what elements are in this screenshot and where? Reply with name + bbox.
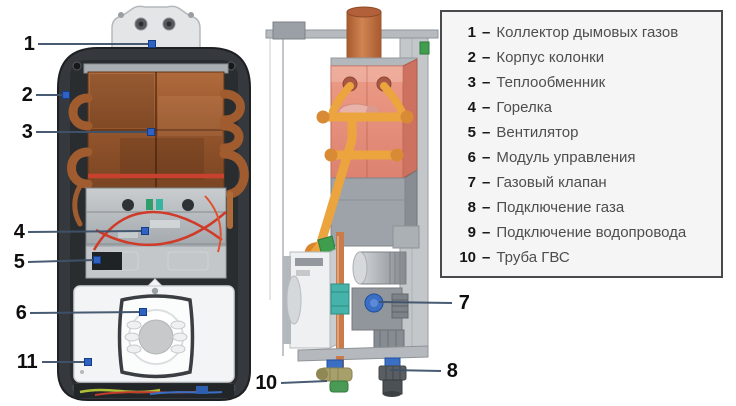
callout-leader-lines <box>27 43 453 384</box>
flue-pipe <box>336 6 392 68</box>
legend-item-text: Труба ГВС <box>496 249 570 267</box>
legend-item-text: Горелка <box>496 98 552 116</box>
legend-item-number: 3 <box>467 73 476 91</box>
callout-label-6: 6 <box>15 302 27 324</box>
dhw-pipe <box>330 232 350 362</box>
legend-item: 8–Подключение газа <box>454 196 715 220</box>
callout-dots <box>62 40 156 366</box>
callout-label-10: 10 <box>255 372 277 394</box>
wiring-area <box>74 384 234 398</box>
legend-separator: – <box>482 98 491 116</box>
legend-item-text: Вентилятор <box>496 123 579 141</box>
legend-item-number: 10 <box>459 249 476 267</box>
legend-item: 10–Труба ГВС <box>454 246 715 270</box>
callout-label-11: 11 <box>16 351 38 373</box>
fan-unit <box>352 251 407 285</box>
legend-item: 9–Подключение водопровода <box>454 221 715 245</box>
legend-item-number: 1 <box>467 23 476 41</box>
legend-item-text: Корпус колонки <box>496 48 605 66</box>
base-plate <box>297 345 429 362</box>
legend-separator: – <box>482 48 491 66</box>
burner-assembly <box>85 187 227 279</box>
legend-separator: – <box>482 149 491 167</box>
heat-exchanger <box>67 63 249 229</box>
callout-label-7: 7 <box>458 292 470 314</box>
legend-item-text: Подключение водопровода <box>496 224 687 242</box>
legend-item-text: Подключение газа <box>496 199 625 217</box>
legend-item-text: Газовый клапан <box>496 174 607 192</box>
legend-separator: – <box>482 174 491 192</box>
legend-item-number: 2 <box>467 48 476 66</box>
water-valve-fitting <box>316 356 353 393</box>
gas-valve <box>351 287 409 349</box>
heater-front-view <box>57 5 251 401</box>
mount-clip <box>419 41 430 55</box>
callout-label-3: 3 <box>21 121 33 143</box>
legend-item: 1–Коллектор дымовых газов <box>454 20 715 44</box>
legend-item: 6–Модуль управления <box>454 146 715 170</box>
legend-item: 5–Вентилятор <box>454 120 715 144</box>
legend-item-text: Теплообменник <box>496 73 606 91</box>
legend-separator: – <box>482 73 491 91</box>
callout-label-1: 1 <box>23 33 35 55</box>
legend-item: 2–Корпус колонки <box>454 45 715 69</box>
callout-label-4: 4 <box>13 221 25 243</box>
legend-item-number: 6 <box>467 149 476 167</box>
legend-item-number: 4 <box>467 98 476 116</box>
callout-label-8: 8 <box>446 360 458 382</box>
callout-label-2: 2 <box>21 84 33 106</box>
legend-separator: – <box>482 249 491 267</box>
control-dial <box>117 294 195 379</box>
legend-item-number: 9 <box>467 224 476 242</box>
callout-label-5: 5 <box>13 251 25 273</box>
legend-separator: – <box>482 123 491 141</box>
legend-box: 1–Коллектор дымовых газов 2–Корпус колон… <box>440 10 723 278</box>
legend-separator: – <box>482 23 491 41</box>
legend-item: 4–Горелка <box>454 95 715 119</box>
legend-item: 7–Газовый клапан <box>454 171 715 195</box>
heater-side-view <box>265 6 439 397</box>
control-module-box <box>283 247 339 349</box>
legend-item-text: Коллектор дымовых газов <box>496 23 679 41</box>
legend-item-number: 5 <box>467 123 476 141</box>
legend-item-number: 8 <box>467 199 476 217</box>
legend-item-text: Модуль управления <box>496 149 636 167</box>
gas-fitting <box>378 357 407 397</box>
control-panel <box>73 278 235 383</box>
legend-separator: – <box>482 199 491 217</box>
legend-separator: – <box>482 224 491 242</box>
legend-item: 3–Теплообменник <box>454 70 715 94</box>
legend-item-number: 7 <box>467 174 476 192</box>
burner-housing <box>330 169 420 249</box>
